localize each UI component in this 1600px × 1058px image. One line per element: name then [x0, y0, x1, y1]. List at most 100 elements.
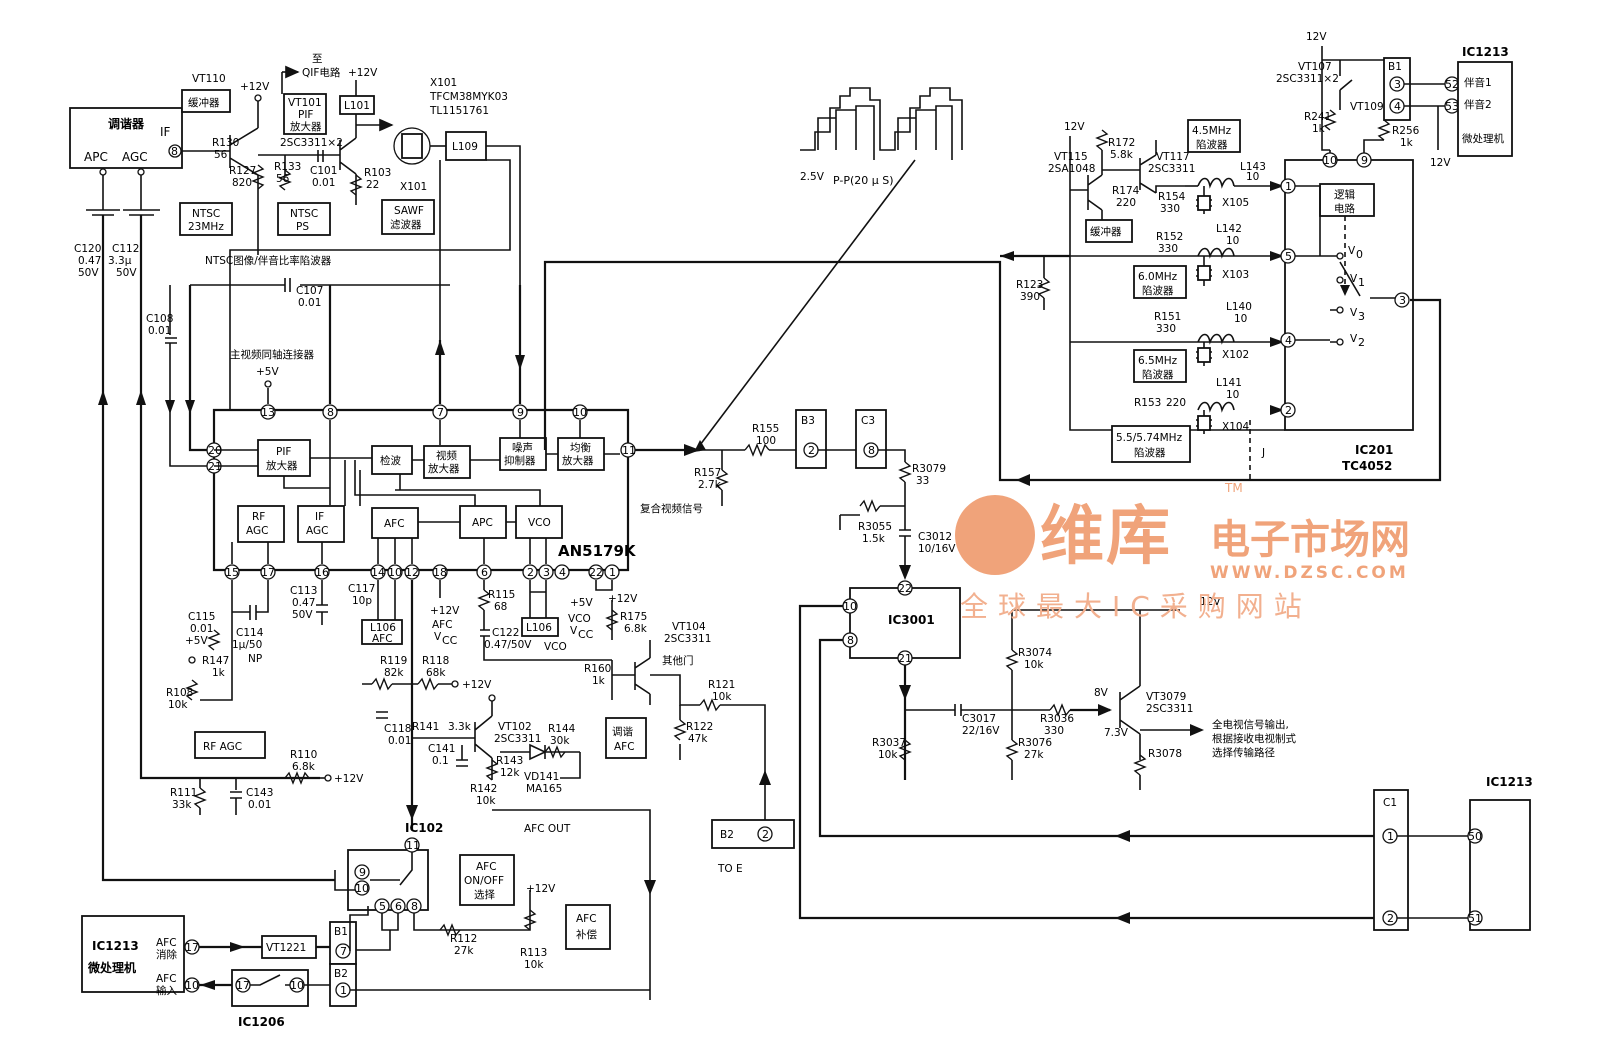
svg-text:2SA1048: 2SA1048: [1048, 163, 1095, 175]
svg-text:23MHz: 23MHz: [188, 221, 224, 233]
svg-text:+12V: +12V: [430, 605, 460, 617]
svg-text:+12V: +12V: [240, 81, 270, 93]
watermark: 维库 TM 电子市场网 WWW.DZSC.COM 全球最大IC采购网站: [960, 481, 1460, 623]
svg-text:7.3V: 7.3V: [1104, 727, 1129, 739]
svg-text:18: 18: [433, 566, 447, 579]
svg-text:抑制器: 抑制器: [504, 454, 536, 467]
svg-text:B1: B1: [1388, 61, 1402, 73]
svg-text:VT115: VT115: [1054, 151, 1088, 163]
svg-text:AFC: AFC: [576, 913, 597, 925]
noise-suppressor: [499, 437, 547, 471]
svg-text:10: 10: [843, 600, 857, 613]
svg-text:+12V: +12V: [462, 679, 492, 691]
trap-5-5mhz: [1111, 425, 1191, 463]
svg-text:VT109: VT109: [1350, 101, 1384, 113]
tune-afc: [605, 717, 647, 759]
rf-agc-label: [194, 731, 266, 759]
svg-text:C115: C115: [188, 611, 215, 623]
if-agc: [297, 505, 345, 543]
svg-text:10: 10: [573, 406, 587, 419]
svg-text:VCO: VCO: [544, 641, 567, 653]
svg-text:C112: C112: [112, 243, 139, 255]
svg-text:0.1: 0.1: [432, 755, 449, 767]
svg-text:NP: NP: [248, 653, 262, 665]
svg-text:AFC: AFC: [432, 619, 453, 631]
svg-text:3: 3: [543, 566, 550, 579]
svg-text:R130: R130: [212, 137, 239, 149]
svg-text:+12V: +12V: [348, 67, 378, 79]
svg-text:V: V: [1350, 333, 1358, 345]
svg-text:VT102: VT102: [498, 721, 532, 733]
svg-text:6.8k: 6.8k: [624, 623, 648, 635]
svg-text:IC201: IC201: [1355, 443, 1393, 457]
svg-text:14: 14: [371, 566, 385, 579]
ic1213-top: [1457, 61, 1513, 157]
svg-text:电路: 电路: [1334, 202, 1356, 215]
svg-text:10k: 10k: [168, 699, 188, 711]
svg-text:R119: R119: [380, 655, 407, 667]
svg-text:逻辑: 逻辑: [1334, 188, 1356, 201]
svg-text:放大器: 放大器: [290, 120, 322, 133]
svg-text:R118: R118: [422, 655, 449, 667]
svg-text:至: 至: [312, 53, 323, 65]
svg-text:V: V: [1350, 307, 1358, 319]
svg-text:APC: APC: [84, 150, 108, 164]
svg-text:MA165: MA165: [526, 783, 562, 795]
svg-text:TL1151761: TL1151761: [429, 105, 489, 117]
svg-text:V: V: [570, 625, 578, 637]
svg-text:0.47/50V: 0.47/50V: [484, 639, 532, 651]
svg-text:1k: 1k: [1400, 137, 1414, 149]
svg-text:AFC: AFC: [476, 861, 497, 873]
watermark-slogan: 全球最大IC采购网站: [960, 590, 1312, 623]
svg-text:1k: 1k: [212, 667, 226, 679]
svg-text:2SC3311: 2SC3311: [1148, 163, 1195, 175]
svg-text:220: 220: [1166, 397, 1186, 409]
svg-text:10k: 10k: [1024, 659, 1044, 671]
svg-text:R115: R115: [488, 589, 515, 601]
svg-text:12V: 12V: [1200, 596, 1221, 608]
svg-text:3: 3: [1358, 310, 1365, 323]
svg-text:APC: APC: [472, 517, 493, 529]
svg-text:6: 6: [395, 900, 402, 913]
svg-text:X105: X105: [1222, 197, 1249, 209]
svg-text:68k: 68k: [426, 667, 446, 679]
svg-text:R110: R110: [290, 749, 317, 761]
svg-text:0.47: 0.47: [78, 255, 101, 267]
svg-text:R133: R133: [274, 161, 301, 173]
svg-text:17: 17: [261, 566, 275, 579]
svg-text:L106: L106: [370, 622, 396, 634]
svg-text:8: 8: [327, 406, 334, 419]
svg-text:IC102: IC102: [405, 821, 443, 835]
svg-text:R241: R241: [1304, 111, 1331, 123]
watermark-tm: TM: [1225, 481, 1243, 495]
svg-text:0.01: 0.01: [248, 799, 271, 811]
svg-text:C107: C107: [296, 285, 323, 297]
svg-text:NTSC: NTSC: [290, 208, 318, 220]
trap-4-5mhz: [1187, 119, 1241, 153]
svg-text:伴音2: 伴音2: [1464, 98, 1492, 111]
ic201: [1284, 159, 1414, 431]
svg-text:10: 10: [290, 979, 304, 992]
svg-text:51: 51: [1468, 912, 1482, 925]
svg-text:2: 2: [1285, 404, 1292, 417]
watermark-brand: 维库: [1040, 500, 1172, 574]
c1-connector: [1373, 789, 1409, 931]
svg-text:R3037: R3037: [872, 737, 906, 749]
svg-text:1: 1: [609, 566, 616, 579]
svg-text:R113: R113: [520, 947, 547, 959]
svg-text:1k: 1k: [592, 675, 606, 687]
svg-text:390: 390: [1020, 291, 1040, 303]
svg-text:VT110: VT110: [192, 73, 226, 85]
svg-text:R142: R142: [470, 783, 497, 795]
buffer-vt110: [181, 89, 231, 113]
svg-text:其他门: 其他门: [662, 654, 694, 667]
svg-text:J: J: [1261, 447, 1265, 459]
b2-to-e: [711, 819, 795, 849]
svg-text:3: 3: [1394, 78, 1401, 91]
svg-text:C108: C108: [146, 313, 173, 325]
watermark-url: WWW.DZSC.COM: [1210, 563, 1409, 583]
svg-text:27k: 27k: [1024, 749, 1044, 761]
svg-text:820: 820: [232, 177, 252, 189]
svg-text:2SC3311×2: 2SC3311×2: [1276, 73, 1339, 85]
